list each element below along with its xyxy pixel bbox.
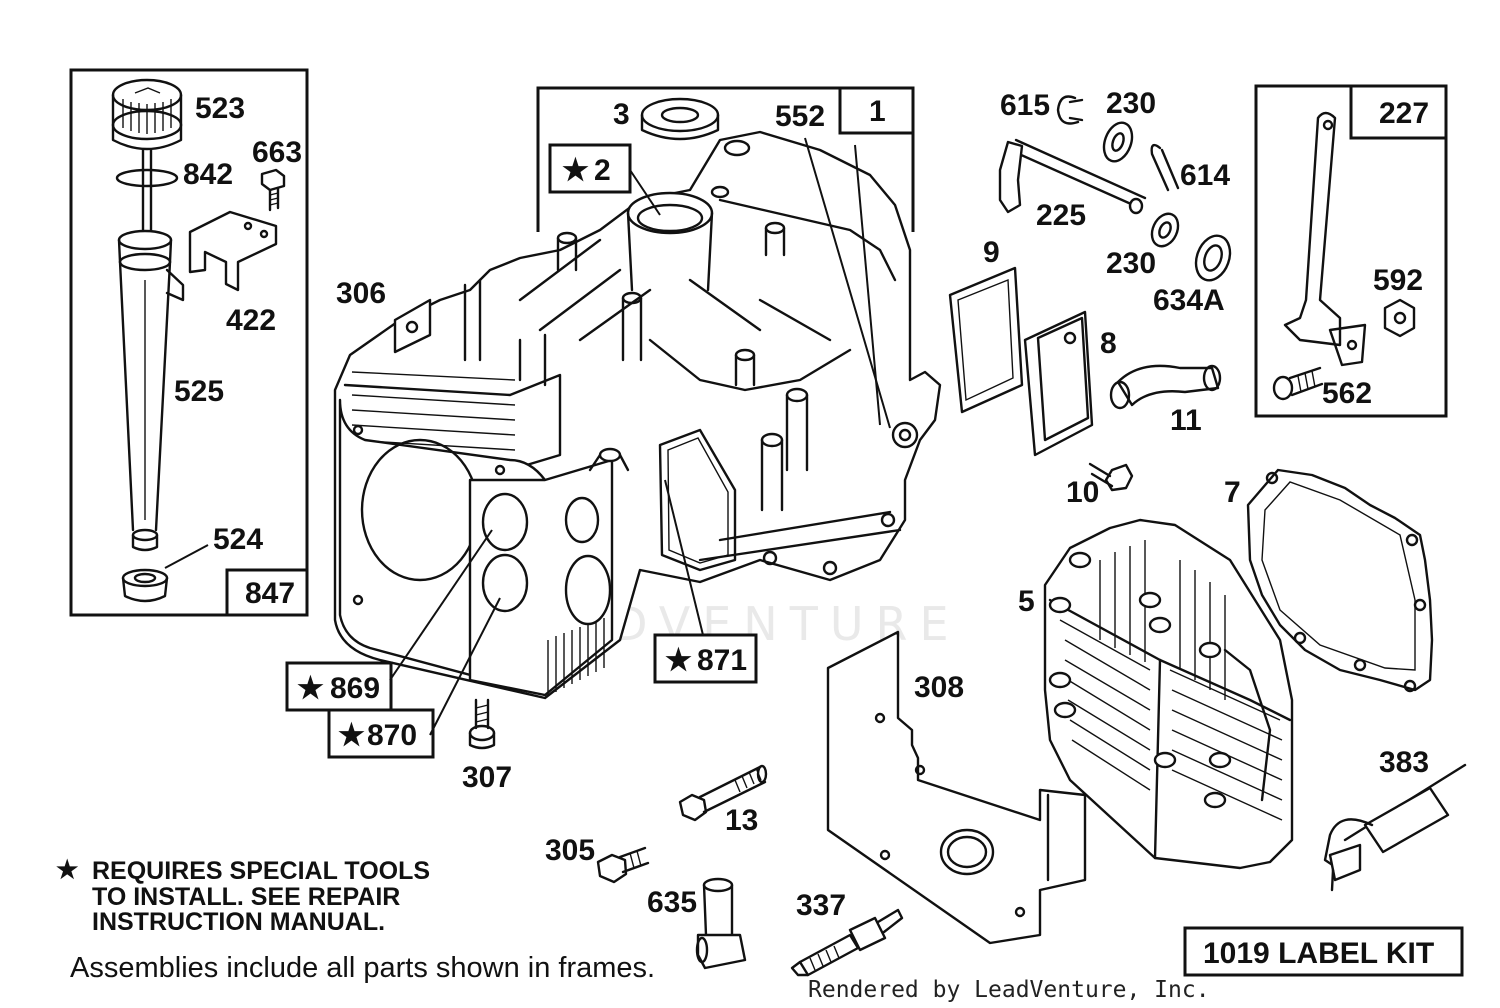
washer-230-top-drawing xyxy=(1102,121,1134,163)
oil-seal-3-drawing xyxy=(640,97,720,141)
head-gasket-7-drawing xyxy=(1246,468,1434,693)
label-871[interactable]: 871 xyxy=(697,644,747,677)
label-1[interactable]: 1 xyxy=(869,95,886,128)
label-3[interactable]: 3 xyxy=(613,98,630,131)
label-5[interactable]: 5 xyxy=(1018,585,1035,618)
dipstick-assembly-frame xyxy=(69,68,309,617)
screw-562-drawing xyxy=(1272,366,1324,401)
label-227[interactable]: 227 xyxy=(1379,97,1429,130)
label-634a[interactable]: 634A xyxy=(1153,284,1225,317)
washer-230-bottom-drawing xyxy=(1150,212,1180,248)
tube-seal-drawing xyxy=(121,568,169,603)
hairpin-614-drawing xyxy=(1150,143,1180,192)
screw-307-drawing xyxy=(468,698,496,750)
label-305[interactable]: 305 xyxy=(545,834,595,867)
leader-524 xyxy=(164,544,209,569)
bolt-663-drawing xyxy=(260,168,286,212)
label-7[interactable]: 7 xyxy=(1224,476,1241,509)
star-869: ★ xyxy=(297,672,324,705)
label-524[interactable]: 524 xyxy=(213,523,263,556)
label-225[interactable]: 225 xyxy=(1036,199,1086,232)
label-615[interactable]: 615 xyxy=(1000,89,1050,122)
special-tools-note-line2: TO INSTALL. SEE REPAIR xyxy=(92,883,400,911)
governor-shaft-225-drawing xyxy=(998,138,1147,215)
crankcase-drawing xyxy=(333,130,942,700)
bolt-305-drawing xyxy=(596,846,650,884)
label-2[interactable]: 2 xyxy=(594,154,611,187)
nut-592-drawing xyxy=(1383,298,1416,338)
breather-tube-11-drawing xyxy=(1109,364,1222,410)
leader-2 xyxy=(629,169,661,216)
label-11[interactable]: 11 xyxy=(1170,404,1202,437)
breather-gasket-9-drawing xyxy=(948,266,1024,414)
box-227[interactable] xyxy=(1349,84,1448,140)
box-847[interactable] xyxy=(225,568,309,617)
rendered-by-credit: Rendered by LeadVenture, Inc. xyxy=(808,977,1210,1003)
dipstick-tube-drawing xyxy=(117,229,185,552)
leader-871 xyxy=(664,479,704,636)
star-note-symbol: ★ xyxy=(56,856,79,884)
label-308[interactable]: 308 xyxy=(914,671,964,704)
dipstick-cap-drawing xyxy=(111,78,183,232)
star-2: ★ xyxy=(562,154,589,187)
label-842[interactable]: 842 xyxy=(183,158,233,191)
label-525[interactable]: 525 xyxy=(174,375,224,408)
box-870[interactable] xyxy=(327,708,435,759)
governor-lever-drawing xyxy=(1283,111,1367,367)
bracket-422-drawing xyxy=(188,210,278,292)
special-tools-note-line1: REQUIRES SPECIAL TOOLS xyxy=(92,857,430,885)
label-230-top[interactable]: 230 xyxy=(1106,87,1156,120)
label-422[interactable]: 422 xyxy=(226,304,276,337)
label-562[interactable]: 562 xyxy=(1322,377,1372,410)
star-871: ★ xyxy=(665,644,692,677)
ignition-armature-383-drawing xyxy=(1323,763,1467,892)
label-306[interactable]: 306 xyxy=(336,277,386,310)
seal-634a-drawing xyxy=(1194,234,1232,282)
label-337[interactable]: 337 xyxy=(796,889,846,922)
gasket-871-drawing xyxy=(658,428,737,572)
label-663[interactable]: 663 xyxy=(252,136,302,169)
label-230-bottom[interactable]: 230 xyxy=(1106,247,1156,280)
bolt-13-drawing xyxy=(678,764,768,822)
leader-870 xyxy=(429,597,501,736)
label-kit-text[interactable]: 1019 LABEL KIT xyxy=(1203,937,1434,970)
leader-552b xyxy=(854,144,881,426)
label-9[interactable]: 9 xyxy=(983,236,1000,269)
label-kit-box[interactable] xyxy=(1183,926,1464,977)
spark-plug-337-drawing xyxy=(790,908,904,977)
special-tools-note-line3: INSTRUCTION MANUAL. xyxy=(92,908,385,936)
breather-8-drawing xyxy=(1023,310,1094,457)
label-635[interactable]: 635 xyxy=(647,886,697,919)
crankcase-assembly-frame xyxy=(536,86,915,232)
label-13[interactable]: 13 xyxy=(725,804,758,837)
label-552[interactable]: 552 xyxy=(775,100,825,133)
bolt-10-drawing xyxy=(1088,462,1134,492)
label-614[interactable]: 614 xyxy=(1180,159,1230,192)
label-307[interactable]: 307 xyxy=(462,761,512,794)
label-523[interactable]: 523 xyxy=(195,92,245,125)
label-869[interactable]: 869 xyxy=(330,672,380,705)
leader-869 xyxy=(389,529,493,681)
label-8[interactable]: 8 xyxy=(1100,327,1117,360)
cylinder-head-5-drawing xyxy=(1043,518,1294,870)
elbow-635-drawing xyxy=(695,877,747,970)
star-870: ★ xyxy=(338,719,365,752)
box-2[interactable] xyxy=(548,143,632,194)
box-1[interactable] xyxy=(838,86,915,135)
baffle-308-drawing xyxy=(826,630,1087,945)
label-592[interactable]: 592 xyxy=(1373,264,1423,297)
box-871[interactable] xyxy=(653,633,758,684)
assemblies-note: Assemblies include all parts shown in fr… xyxy=(70,952,655,984)
label-383[interactable]: 383 xyxy=(1379,746,1429,779)
label-847[interactable]: 847 xyxy=(245,577,295,610)
label-10[interactable]: 10 xyxy=(1066,476,1099,509)
label-870[interactable]: 870 xyxy=(367,719,417,752)
clip-615-drawing xyxy=(1056,95,1084,125)
